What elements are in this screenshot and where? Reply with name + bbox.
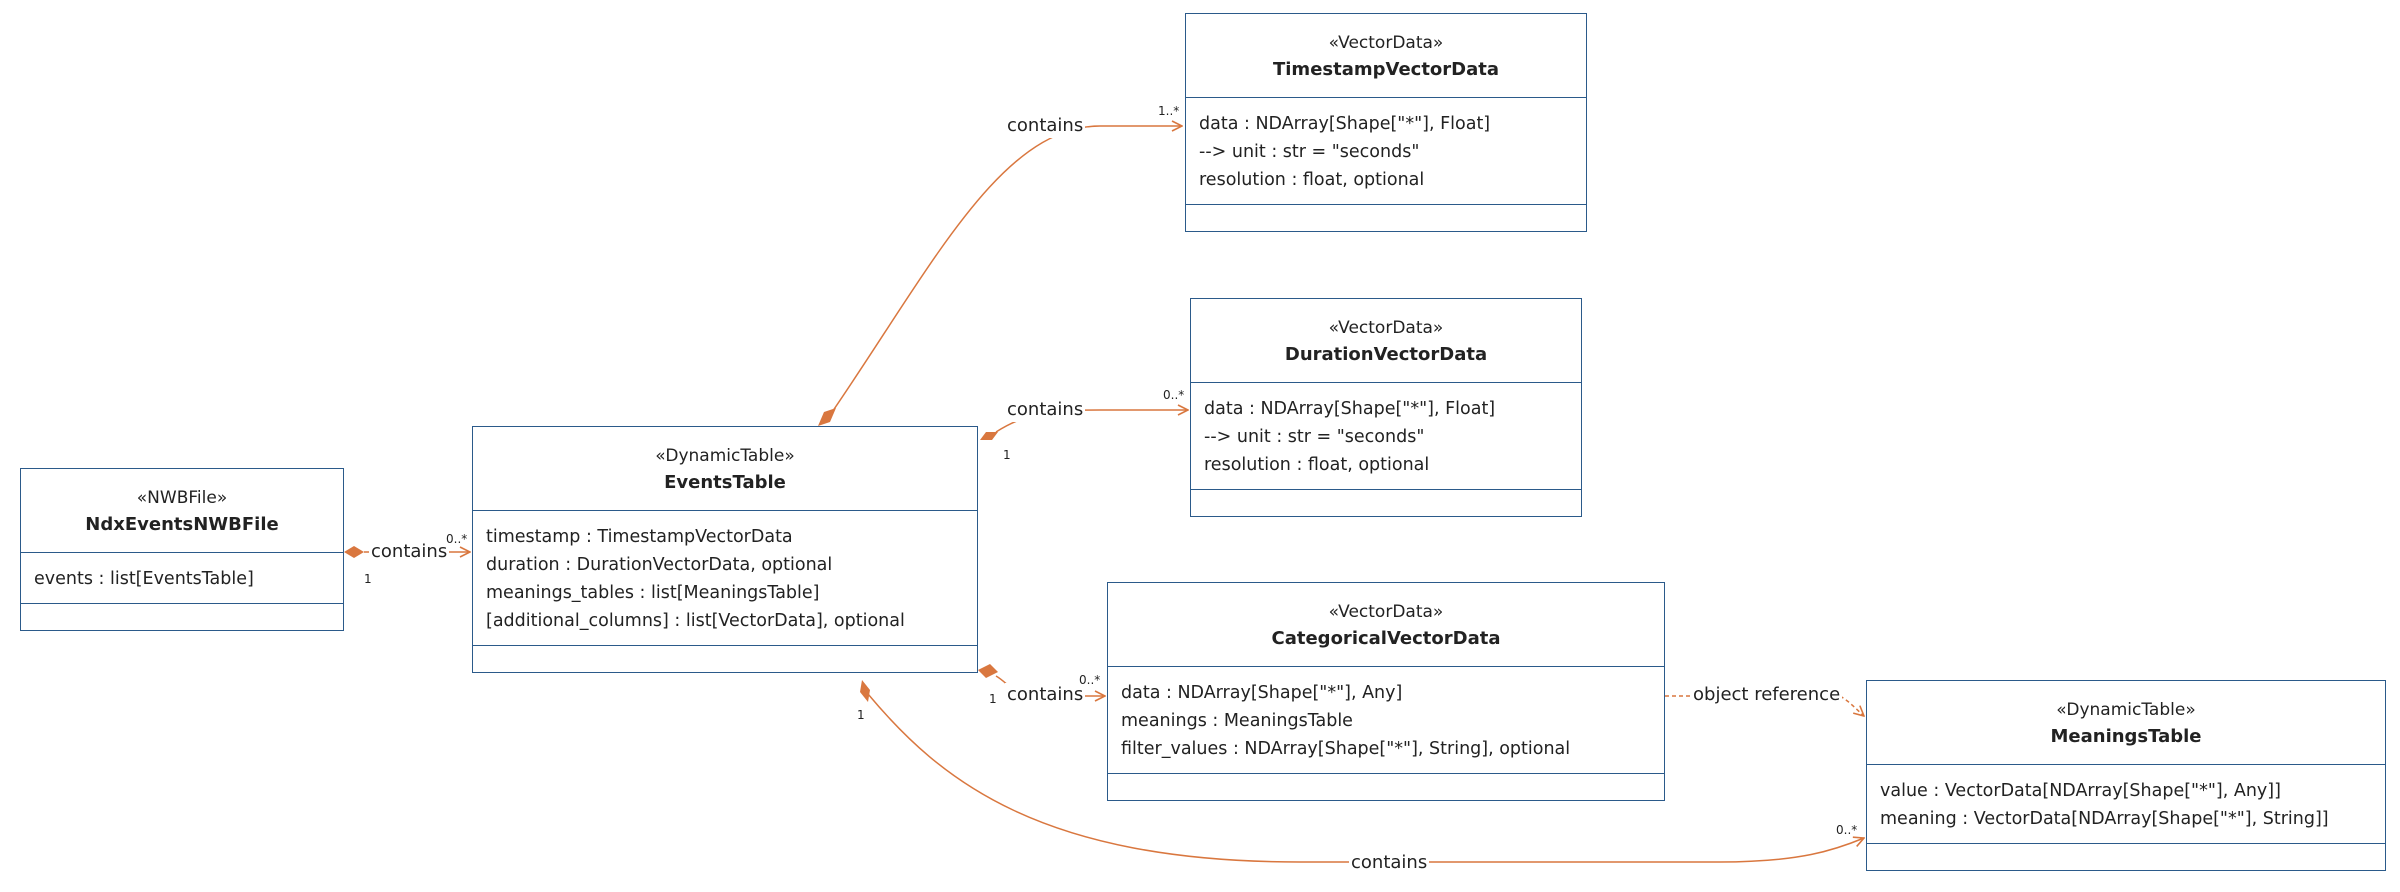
events-timestamp-line[interactable] — [827, 126, 1182, 419]
operations — [1867, 844, 2385, 870]
mult-events-meanings-target: 0..* — [1836, 823, 1858, 837]
class-name: CategoricalVectorData — [1271, 628, 1501, 649]
relation-label-file-events: contains — [369, 540, 450, 564]
attribute: meaning : VectorData[NDArray[Shape["*"],… — [1880, 809, 2329, 829]
stereotype: «DynamicTable» — [2056, 700, 2196, 720]
relation-label-events-meanings: contains — [1349, 851, 1430, 875]
attribute: data : NDArray[Shape["*"], Float] — [1199, 114, 1491, 134]
attributes: events : list[EventsTable] — [21, 553, 343, 604]
events-meanings-line[interactable] — [867, 693, 1864, 863]
attribute: [additional_columns] : list[VectorData],… — [486, 611, 905, 631]
operations — [1186, 205, 1586, 231]
stereotype: «NWBFile» — [136, 488, 228, 508]
stereotype: «DynamicTable» — [655, 446, 795, 466]
class-meanings-table[interactable]: «DynamicTable» MeaningsTable value : Vec… — [1866, 680, 2386, 871]
file-events-composition-diamond — [344, 546, 364, 558]
operations — [1191, 490, 1581, 516]
attribute: meanings : MeaningsTable — [1121, 711, 1353, 731]
class-name: MeaningsTable — [2050, 726, 2202, 747]
stereotype: «VectorData» — [1328, 602, 1444, 622]
attribute: duration : DurationVectorData, optional — [486, 555, 833, 575]
class-name: DurationVectorData — [1284, 344, 1488, 365]
class-timestamp-vector-data[interactable]: «VectorData» TimestampVectorData data : … — [1185, 13, 1587, 232]
class-name: TimestampVectorData — [1272, 59, 1500, 80]
class-name: EventsTable — [664, 472, 786, 493]
class-duration-vector-data[interactable]: «VectorData» DurationVectorData data : N… — [1190, 298, 1582, 517]
attributes: data : NDArray[Shape["*"], Any] meanings… — [1108, 667, 1664, 774]
operations — [1108, 774, 1664, 800]
attribute: resolution : float, optional — [1204, 455, 1430, 475]
class-events-table[interactable]: «DynamicTable» EventsTable timestamp : T… — [472, 426, 978, 673]
attribute: data : NDArray[Shape["*"], Any] — [1121, 683, 1403, 703]
attribute: --> unit : str = "seconds" — [1199, 142, 1420, 162]
stereotype: «VectorData» — [1328, 33, 1444, 53]
attribute: resolution : float, optional — [1199, 170, 1425, 190]
operations — [21, 604, 343, 630]
mult-events-timestamp-target: 1..* — [1158, 104, 1180, 118]
attribute: --> unit : str = "seconds" — [1204, 427, 1425, 447]
relation-label-categorical-meanings: object reference — [1691, 683, 1843, 707]
attributes: value : VectorData[NDArray[Shape["*"], A… — [1867, 765, 2385, 844]
events-timestamp-composition-diamond — [818, 408, 836, 426]
class-header: «VectorData» CategoricalVectorData — [1108, 583, 1664, 667]
attribute: data : NDArray[Shape["*"], Float] — [1204, 399, 1496, 419]
mult-file-events-source: 1 — [364, 572, 372, 586]
mult-events-categorical-target: 0..* — [1079, 673, 1101, 687]
class-header: «DynamicTable» EventsTable — [473, 427, 977, 511]
categorical-meanings-reference-line[interactable] — [1665, 695, 1864, 716]
relation-label-events-categorical: contains — [1005, 683, 1086, 707]
attribute: value : VectorData[NDArray[Shape["*"], A… — [1880, 781, 2281, 801]
operations — [473, 646, 977, 672]
mult-events-meanings-source: 1 — [857, 708, 865, 722]
mult-events-duration-target: 0..* — [1163, 388, 1185, 402]
class-categorical-vector-data[interactable]: «VectorData» CategoricalVectorData data … — [1107, 582, 1665, 801]
attributes: data : NDArray[Shape["*"], Float] --> un… — [1186, 98, 1586, 205]
mult-events-duration-source: 1 — [1003, 448, 1011, 462]
class-header: «VectorData» TimestampVectorData — [1186, 14, 1586, 98]
class-header: «VectorData» DurationVectorData — [1191, 299, 1581, 383]
class-ndx-events-nwb-file[interactable]: «NWBFile» NdxEventsNWBFile events : list… — [20, 468, 344, 631]
mult-events-categorical-source: 1 — [989, 692, 997, 706]
events-categorical-composition-diamond — [978, 664, 998, 678]
mult-file-events-target: 0..* — [446, 532, 468, 546]
attributes: timestamp : TimestampVectorData duration… — [473, 511, 977, 646]
class-header: «NWBFile» NdxEventsNWBFile — [21, 469, 343, 553]
class-name: NdxEventsNWBFile — [85, 514, 279, 535]
events-meanings-composition-diamond — [860, 680, 870, 702]
relation-label-events-timestamp: contains — [1005, 114, 1086, 138]
stereotype: «VectorData» — [1328, 318, 1444, 338]
relation-label-events-duration: contains — [1005, 398, 1086, 422]
attribute: events : list[EventsTable] — [34, 569, 254, 589]
attribute: filter_values : NDArray[Shape["*"], Stri… — [1121, 739, 1571, 759]
events-duration-composition-diamond — [980, 432, 998, 440]
attribute: timestamp : TimestampVectorData — [486, 527, 793, 547]
attribute: meanings_tables : list[MeaningsTable] — [486, 583, 820, 603]
class-header: «DynamicTable» MeaningsTable — [1867, 681, 2385, 765]
attributes: data : NDArray[Shape["*"], Float] --> un… — [1191, 383, 1581, 490]
